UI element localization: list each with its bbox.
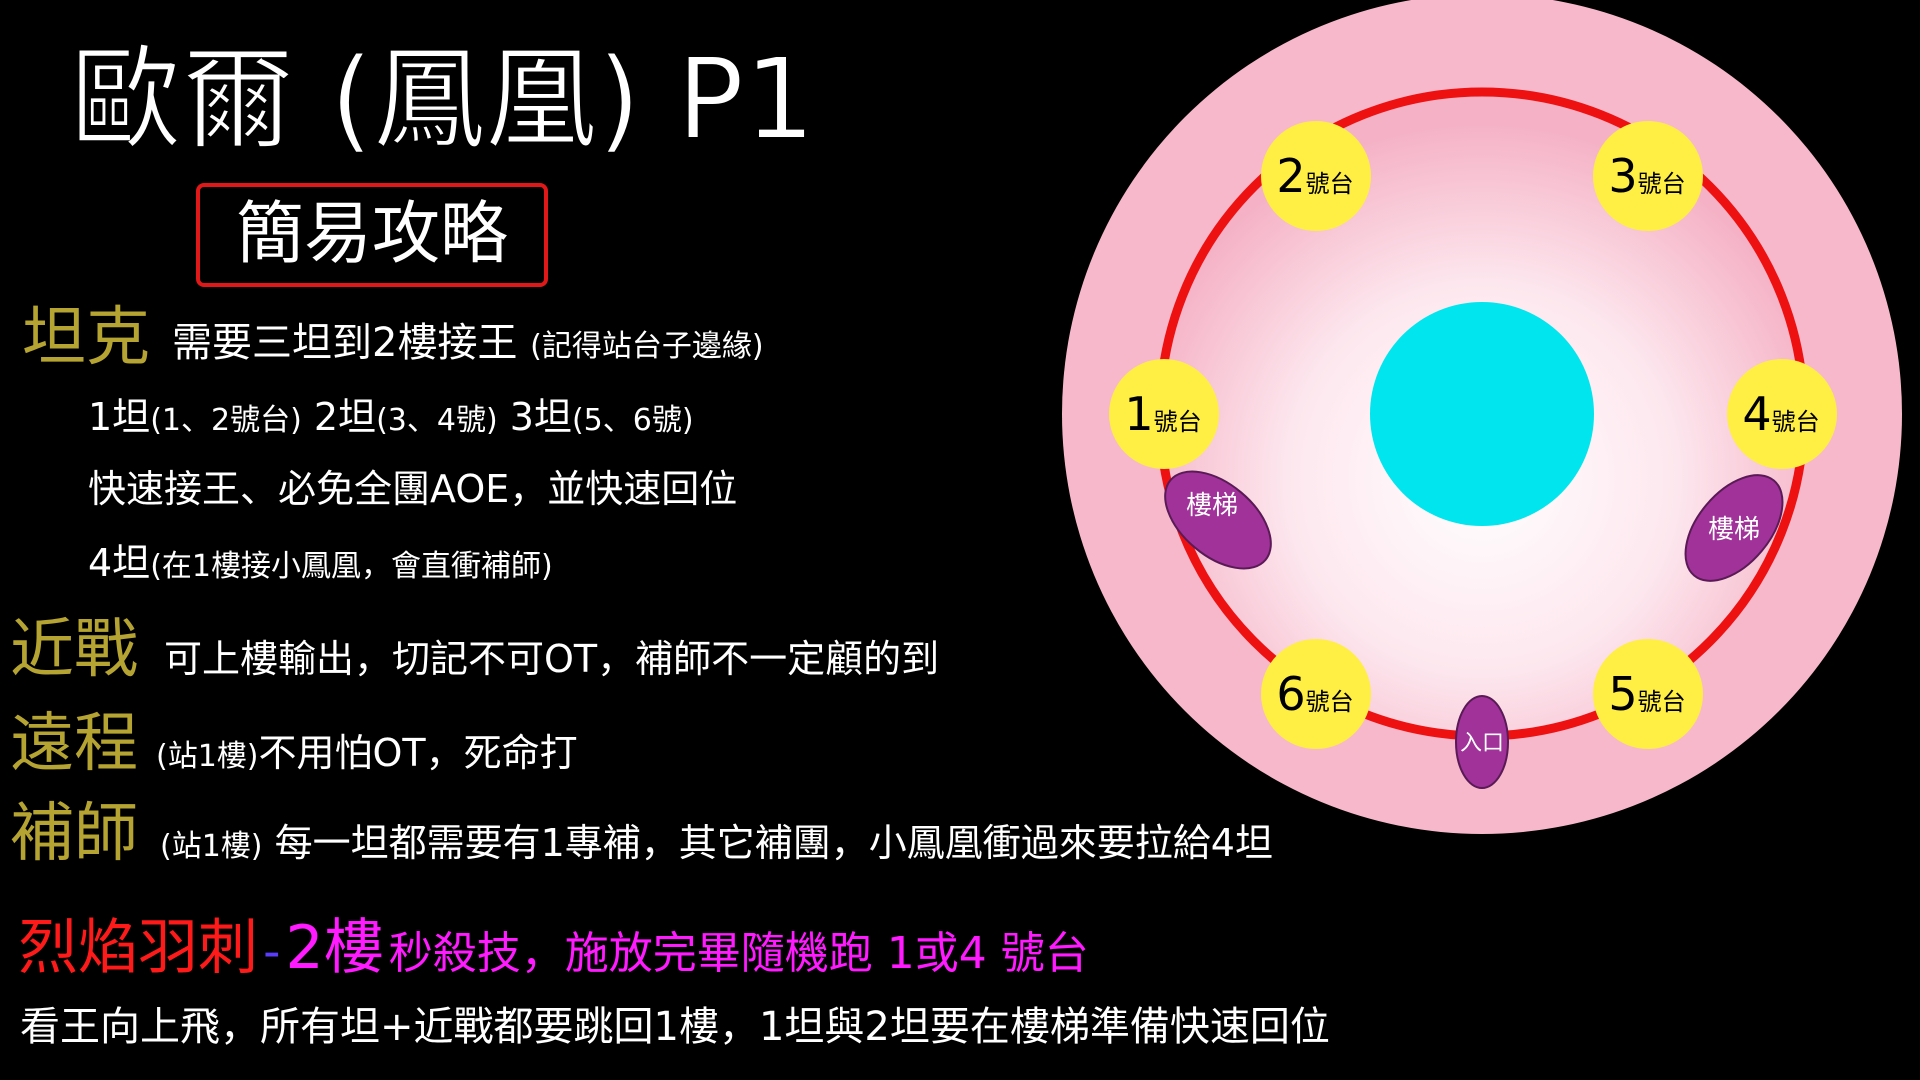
ranged-desc-line: (站1樓)不用怕OT，死命打 [156, 728, 578, 782]
platform-6-num: 6 [1276, 667, 1305, 721]
entrance-label: 入口 [1460, 731, 1504, 756]
svg-text:6號台: 6號台 [1276, 667, 1353, 721]
tank-assign-3: 3坦 [509, 395, 572, 439]
tank-assign-1: 1坦 [88, 395, 151, 439]
subtitle-frame [196, 183, 548, 287]
svg-text:3號台: 3號台 [1608, 149, 1685, 203]
platform-2: 2號台 [1261, 121, 1371, 231]
platform-5: 5號台 [1593, 639, 1703, 749]
platform-1-suffix: 號台 [1154, 408, 1202, 436]
skill-name: 烈焰羽刺 [18, 913, 258, 983]
platform-3-suffix: 號台 [1638, 170, 1686, 198]
svg-text:1號台: 1號台 [1124, 387, 1201, 441]
stairs-left-label: 樓梯 [1186, 491, 1238, 521]
healer-desc-line: (站1樓) 每一坦都需要有1專補，其它補團，小鳳凰衝過來要拉給4坦 [160, 818, 1273, 872]
tank-assign-4: 4坦 [88, 541, 151, 585]
platform-2-suffix: 號台 [1306, 170, 1354, 198]
platform-3: 3號台 [1593, 121, 1703, 231]
arena-center [1370, 302, 1594, 526]
tank-assign-3-note: (5、6號) [571, 403, 694, 438]
ranged-desc: 不用怕OT，死命打 [258, 731, 578, 775]
healer-label: 補師 [10, 797, 138, 871]
tank-assign-1-note: (1、2號台) [150, 403, 302, 438]
skill-line: 烈焰羽刺 - 2樓 秒殺技，施放完畢隨機跑 1或4 號台 [18, 908, 1089, 1003]
tank-desc-note: (記得站台子邊緣) [530, 329, 764, 364]
svg-text:5號台: 5號台 [1608, 667, 1685, 721]
tank-assign-4-line: 4坦(在1樓接小鳳凰，會直衝補師) [88, 538, 553, 592]
svg-text:4號台: 4號台 [1742, 387, 1819, 441]
subtitle: 簡易攻略 [235, 195, 508, 274]
tank-label: 坦克 [22, 301, 150, 375]
tank-assign-4-note: (在1樓接小鳳凰，會直衝補師) [150, 549, 553, 584]
tank-assign-2-note: (3、4號) [376, 403, 498, 438]
skill-desc: 秒殺技，施放完畢隨機跑 1或4 號台 [388, 928, 1089, 979]
platform-4-num: 4 [1742, 387, 1771, 441]
svg-text:樓梯: 樓梯 [1186, 491, 1238, 521]
tank-desc: 需要三坦到2樓接王 (記得站台子邊緣) [172, 318, 764, 372]
page-title: 歐爾 (鳳凰) P1 [69, 34, 816, 166]
melee-desc: 可上樓輸出，切記不可OT，補師不一定顧的到 [164, 637, 940, 681]
svg-text:2號台: 2號台 [1276, 149, 1353, 203]
healer-desc-note: (站1樓) [160, 829, 263, 864]
platform-3-num: 3 [1608, 149, 1637, 203]
skill-followup: 看王向上飛，所有坦+近戰都要跳回1樓，1坦與2坦要在樓梯準備快速回位 [20, 1004, 1330, 1050]
platform-5-suffix: 號台 [1638, 688, 1686, 716]
entrance: 入口 [1455, 695, 1509, 789]
stairs-left: 樓梯 [1164, 470, 1272, 570]
ranged-desc-note: (站1樓) [156, 739, 259, 774]
platform-4: 4號台 [1727, 359, 1837, 469]
platform-2-num: 2 [1276, 149, 1305, 203]
stairs-right: 樓梯 [1684, 474, 1784, 582]
ranged-label: 遠程 [10, 707, 138, 781]
platform-1-num: 1 [1124, 387, 1153, 441]
melee-label: 近戰 [10, 613, 138, 687]
healer-desc: 每一坦都需要有1專補，其它補團，小鳳凰衝過來要拉給4坦 [274, 821, 1273, 865]
tank-desc-main: 需要三坦到2樓接王 [172, 320, 518, 366]
tank-line2: 快速接王、必免全團AOE，並快速回位 [88, 467, 738, 511]
platform-4-suffix: 號台 [1772, 408, 1820, 436]
stairs-right-label: 樓梯 [1708, 515, 1760, 545]
tank-assign-2: 2坦 [313, 395, 377, 439]
skill-dash: - [263, 924, 281, 980]
platform-6: 6號台 [1261, 639, 1371, 749]
platform-1: 1號台 [1109, 359, 1219, 469]
platform-5-num: 5 [1608, 667, 1637, 721]
tank-assignments: 1坦(1、2號台) 2坦(3、4號) 3坦(5、6號) [88, 392, 694, 446]
skill-floor: 2樓 [285, 913, 384, 983]
platform-6-suffix: 號台 [1306, 688, 1354, 716]
